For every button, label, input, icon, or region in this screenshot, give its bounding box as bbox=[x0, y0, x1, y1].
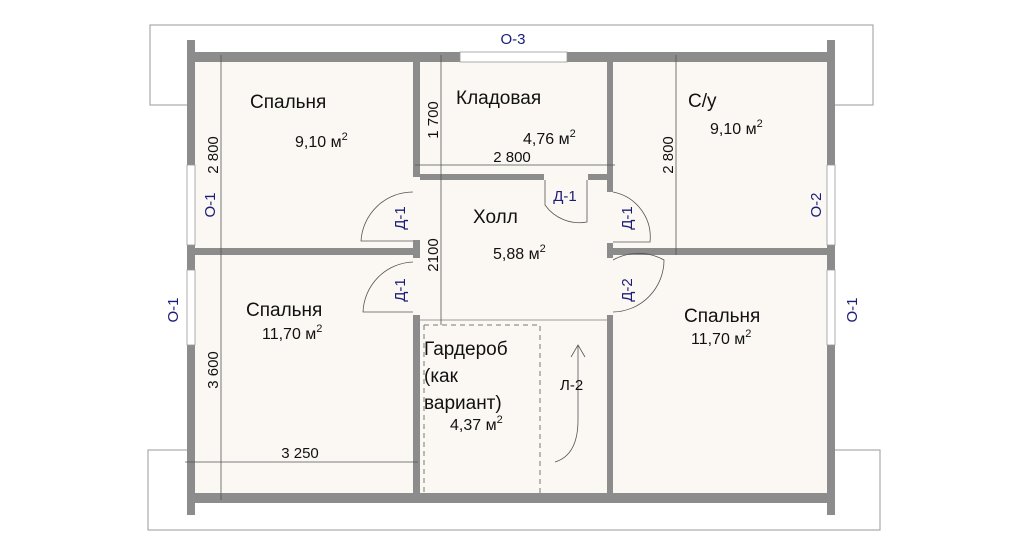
room-name-bedroom1: Спальня bbox=[250, 92, 326, 113]
door-mark-bedroom3: Д-2 bbox=[619, 278, 636, 302]
room-area-storage: 4,76 м2 bbox=[523, 128, 576, 148]
room-area-bedroom2: 11,70 м2 bbox=[262, 323, 322, 343]
room-area-bedroom3: 11,70 м2 bbox=[691, 328, 751, 348]
room-name-hall: Холл bbox=[473, 207, 518, 228]
dim-storage-height: 1 700 bbox=[425, 101, 442, 139]
door-mark-storage: Д-1 bbox=[553, 188, 577, 205]
window-mark-left-2: О-1 bbox=[165, 297, 182, 322]
room-name-bedroom3: Спальня bbox=[684, 306, 760, 327]
dimension-lines bbox=[185, 55, 677, 500]
window-mark-right-1: О-2 bbox=[808, 192, 825, 217]
dim-bedroom1-height: 2 800 bbox=[205, 136, 222, 174]
dim-storage-width: 2 800 bbox=[493, 149, 531, 166]
window-mark-top: О-3 bbox=[500, 31, 525, 48]
stairs-mark: Л-2 bbox=[560, 377, 583, 394]
door-mark-bathroom: Д-1 bbox=[619, 206, 636, 230]
dim-bedroom2-width: 3 250 bbox=[281, 445, 319, 462]
room-area-hall: 5,88 м2 bbox=[493, 243, 546, 263]
stairs-arrow-icon bbox=[554, 344, 586, 463]
door-mark-bedroom1: Д-1 bbox=[392, 206, 409, 230]
windows bbox=[186, 51, 836, 346]
window-mark-right-2: О-1 bbox=[844, 297, 861, 322]
floor-area bbox=[195, 62, 827, 493]
room-area-bathroom: 9,10 м2 bbox=[710, 118, 763, 138]
dim-bedroom2-height: 3 600 bbox=[205, 351, 222, 389]
doors[interactable] bbox=[360, 180, 665, 313]
dim-hall-height: 2100 bbox=[425, 238, 442, 271]
wardrobe-dashed-outline bbox=[424, 324, 541, 493]
window-mark-left-1: О-1 bbox=[202, 192, 219, 217]
room-area-bedroom1: 9,10 м2 bbox=[295, 131, 348, 151]
dim-bathroom-height: 2 800 bbox=[660, 136, 677, 174]
room-name-storage: Кладовая bbox=[456, 88, 541, 109]
walls bbox=[187, 40, 835, 515]
room-name-bedroom2: Спальня bbox=[246, 300, 322, 321]
terrace-outlines bbox=[147, 24, 881, 531]
door-mark-bedroom2: Д-1 bbox=[392, 278, 409, 302]
room-name-bathroom: С/у bbox=[688, 91, 717, 112]
room-area-wardrobe: 4,37 м2 bbox=[450, 414, 503, 434]
